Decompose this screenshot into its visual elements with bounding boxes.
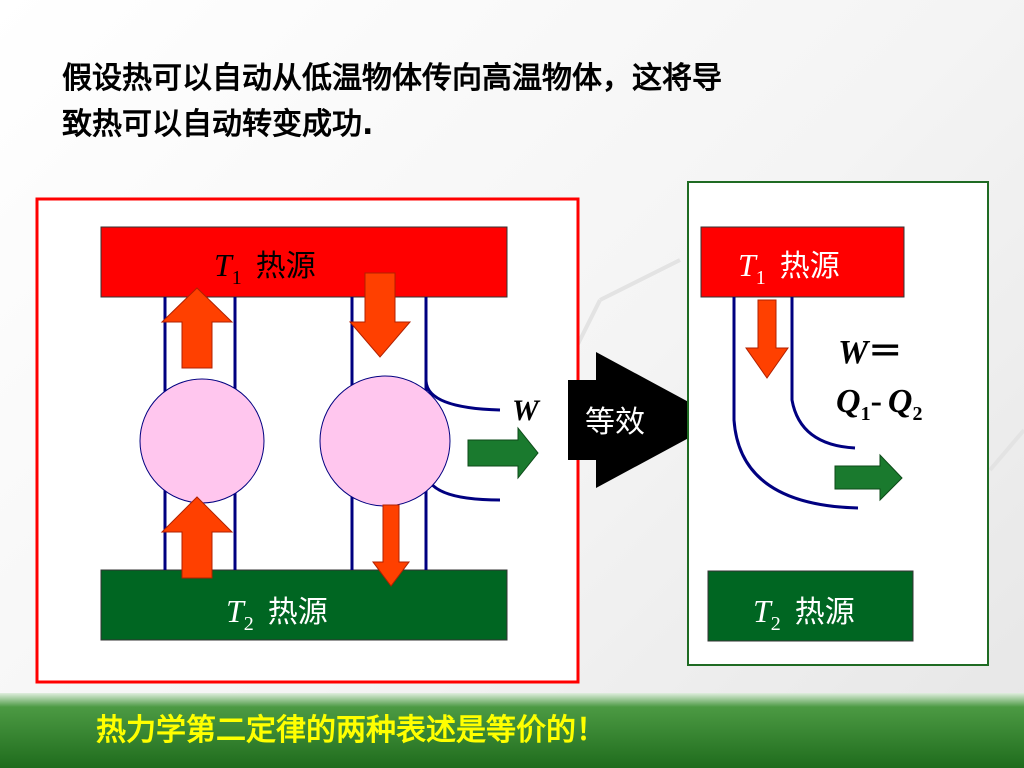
heat-down-arrow-engine-top <box>348 272 412 358</box>
left-cold-reservoir <box>100 569 508 641</box>
right-hot-reservoir <box>700 226 905 298</box>
work-label: W <box>512 394 541 427</box>
heat-up-arrow-refrigerator-top <box>160 287 234 369</box>
footer-bar <box>0 693 1024 768</box>
engine-working-body <box>319 375 451 507</box>
heading-line-2: 致热可以自动转变成功. <box>62 107 374 142</box>
heading-line-1: 假设热可以自动从低温物体传向高温物体，这将导 <box>62 61 722 96</box>
equivalence-arrow <box>568 352 722 488</box>
heat-down-arrow-right <box>745 299 789 379</box>
work-output-arrow-right <box>834 453 903 502</box>
equivalence-label: 等效 <box>585 405 645 440</box>
equation-line-2: Q1-Q2 <box>836 383 922 425</box>
equation-line-1: W＝ <box>838 334 902 371</box>
heat-up-arrow-refrigerator-bottom <box>160 496 234 579</box>
left-hot-reservoir <box>100 226 508 298</box>
slide-heading: 假设热可以自动从低温物体传向高温物体，这将导 致热可以自动转变成功. <box>62 56 962 148</box>
refrigerator-working-body <box>139 378 265 504</box>
perpetual-engine-lines <box>732 297 859 510</box>
footer-conclusion: 热力学第二定律的两种表述是等价的！ <box>96 713 606 748</box>
right-cold-reservoir <box>707 570 914 642</box>
heat-down-arrow-engine-bottom <box>372 504 410 587</box>
work-output-arrow-left <box>467 426 539 480</box>
